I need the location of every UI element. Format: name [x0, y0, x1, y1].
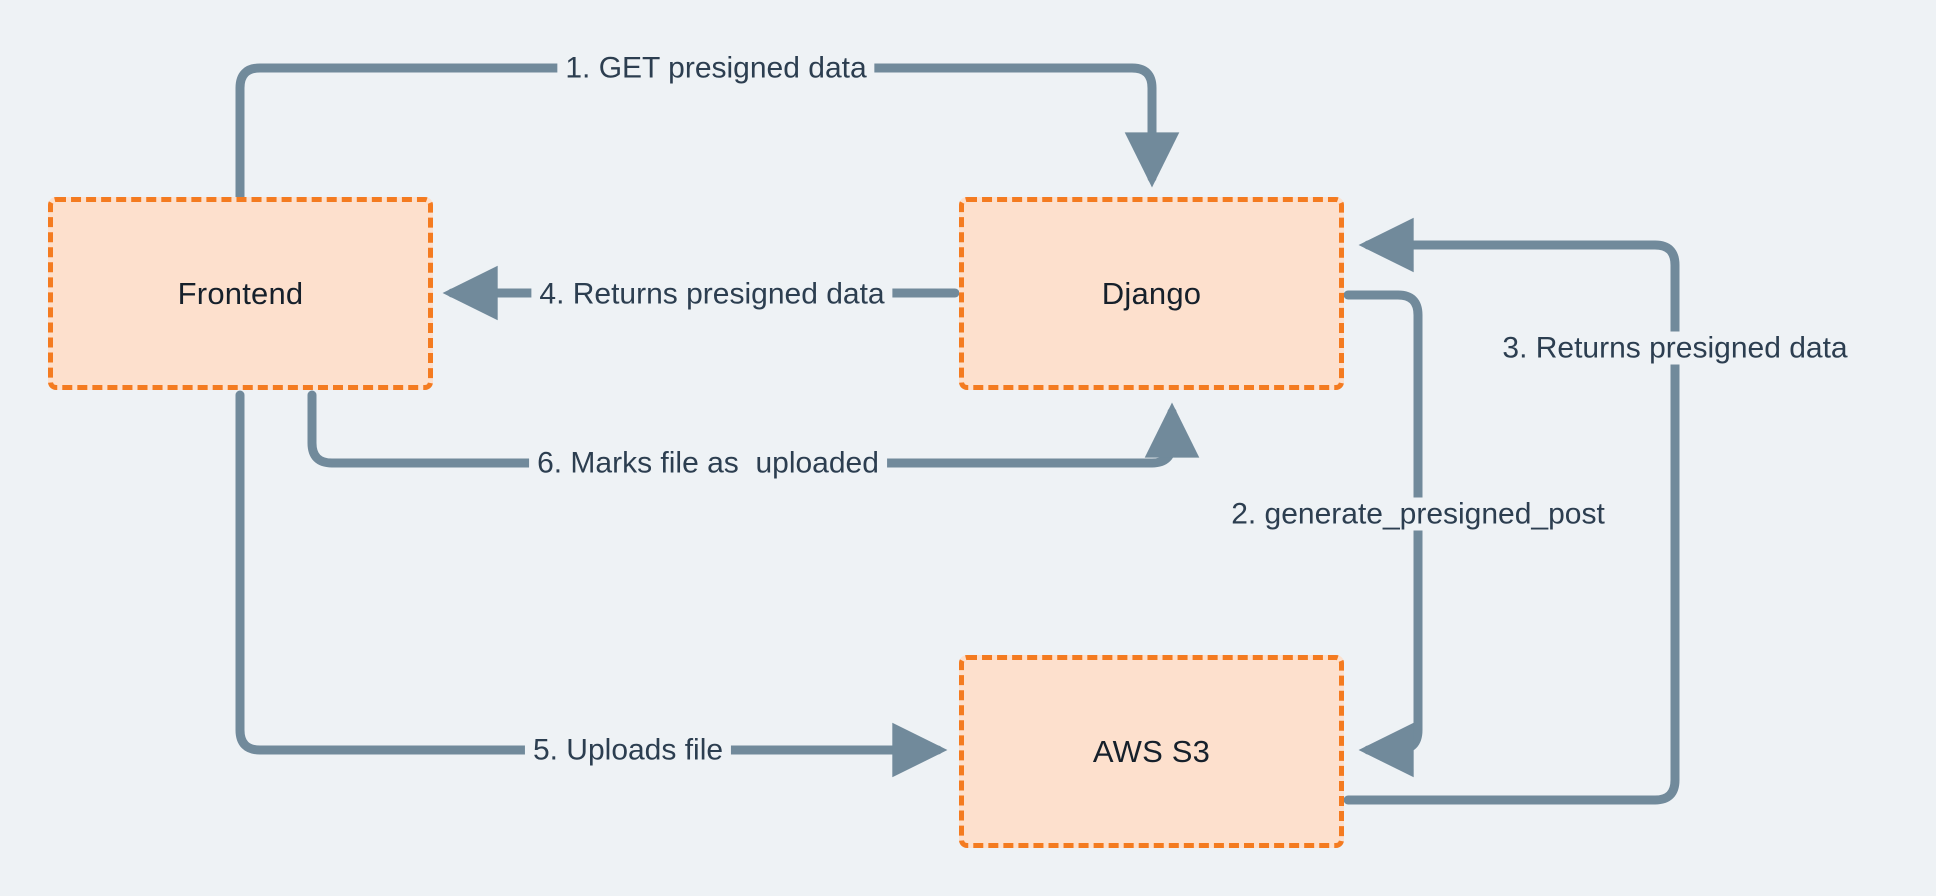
node-aws-s3-label: AWS S3 [1092, 733, 1211, 769]
edge-label-1: 1. GET presigned data [557, 51, 875, 85]
edge-label-5: 5. Uploads file [524, 733, 732, 767]
node-django[interactable]: Django [959, 197, 1344, 390]
edge-label-2: 2. generate_presigned_post [1223, 497, 1613, 531]
edge-3-path [1343, 217, 1680, 805]
edge-label-6: 6. Marks file as uploaded [529, 446, 887, 480]
edge-label-3: 3. Returns presigned data [1494, 331, 1856, 365]
edge-label-4: 4. Returns presigned data [531, 277, 893, 311]
node-aws-s3[interactable]: AWS S3 [959, 655, 1344, 848]
node-frontend[interactable]: Frontend [48, 197, 433, 390]
node-frontend-label: Frontend [177, 275, 304, 311]
node-django-label: Django [1101, 275, 1202, 311]
edge-5-path [235, 390, 948, 778]
